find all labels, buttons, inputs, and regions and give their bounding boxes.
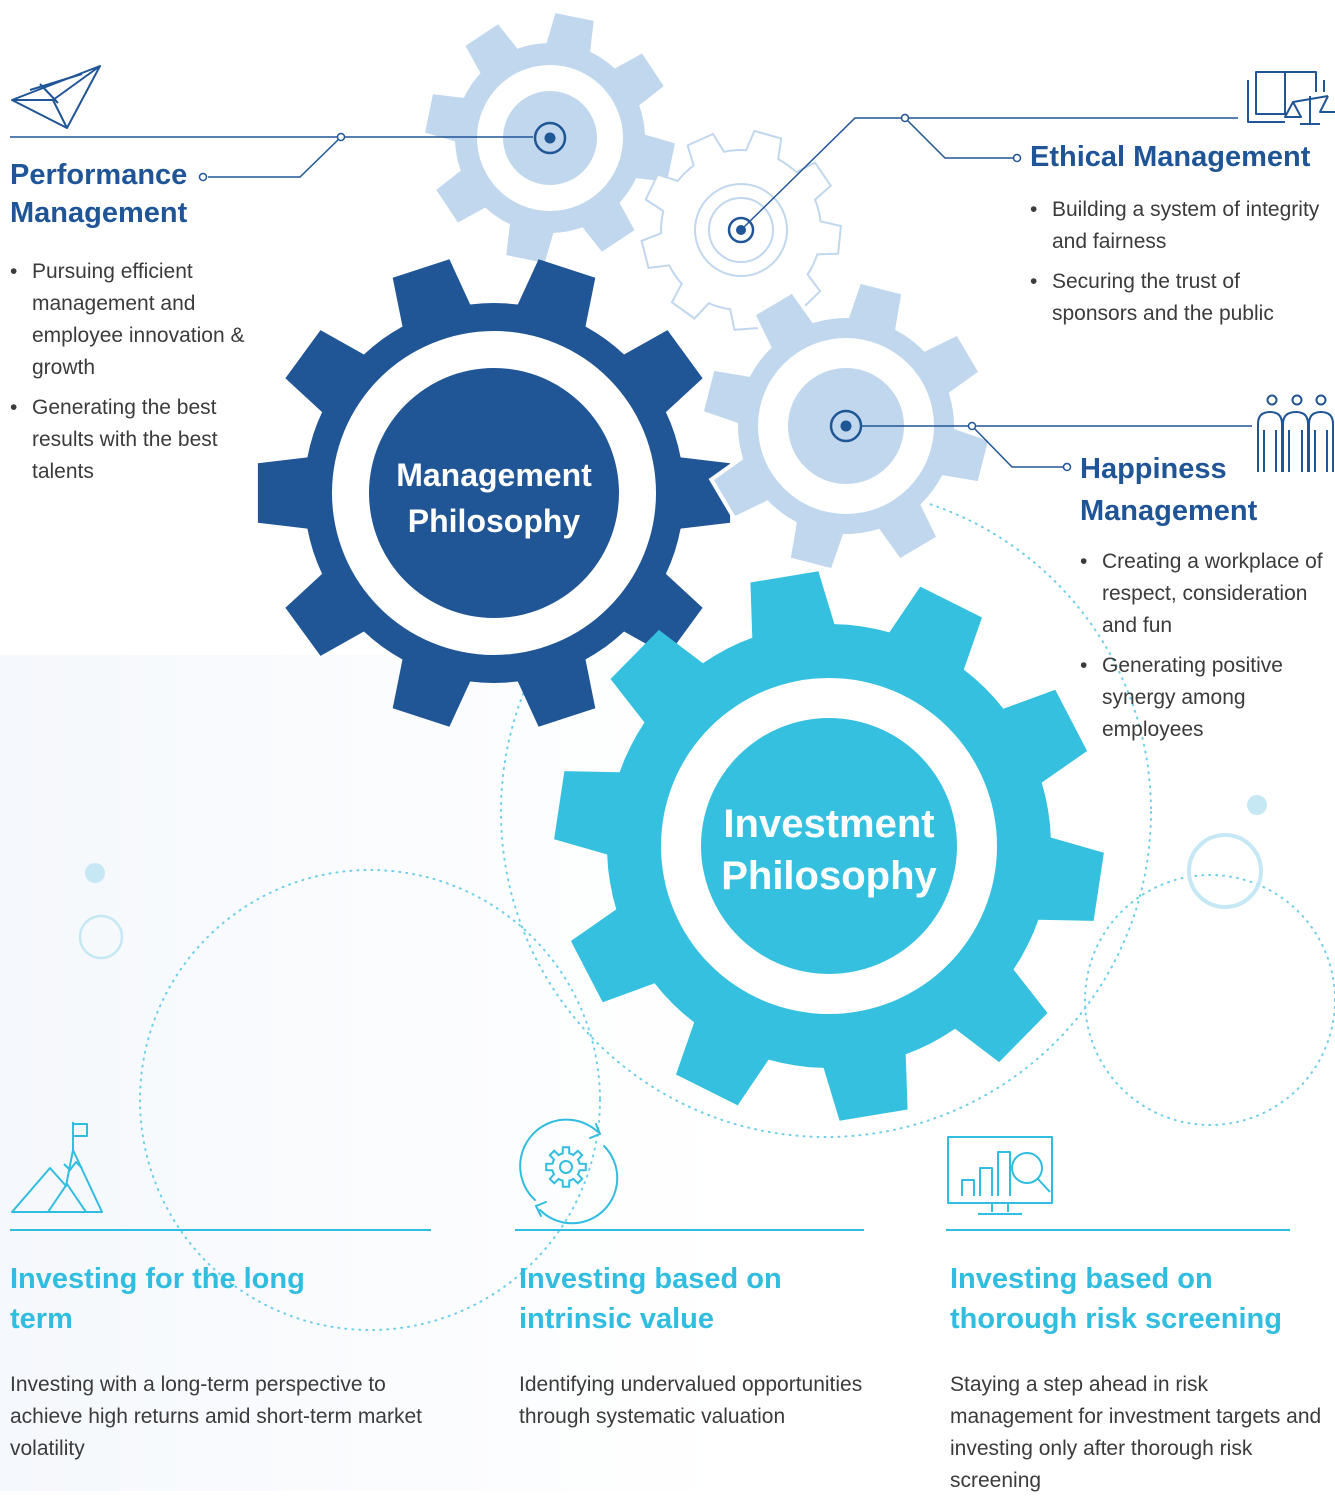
divider — [946, 1229, 1290, 1231]
connector-ethical — [740, 117, 1238, 231]
investment-item-description: Investing with a long-term perspective t… — [10, 1373, 422, 1460]
connector-ethical-label — [904, 117, 1013, 159]
performance-management-block: Performance Management — [10, 156, 210, 232]
investment-philosophy-title: Investment Philosophy — [721, 802, 937, 898]
happiness-management-bullets: Creating a workplace of respect, conside… — [1080, 546, 1330, 754]
deco-ring — [1187, 833, 1263, 909]
divider — [10, 1229, 431, 1231]
bullet-item: Generating positive synergy among employ… — [1080, 650, 1330, 746]
performance-management-bullets: Pursuing efficient management and employ… — [10, 256, 275, 496]
dotted-orbit-left — [139, 869, 601, 1331]
investment-item-intrinsic-value: Investing based on intrinsic value Ident… — [519, 1259, 862, 1433]
gear-cycle-icon — [519, 1118, 619, 1225]
paper-plane-icon — [11, 65, 101, 129]
bullet-item: Pursuing efficient management and employ… — [10, 256, 275, 384]
ethical-management-bullets: Building a system of integrity and fairn… — [1030, 194, 1320, 338]
book-scale-icon — [1247, 71, 1335, 125]
dotted-orbit-right — [1084, 874, 1335, 1126]
connector-performance-label — [208, 136, 342, 178]
deco-ring — [78, 914, 124, 960]
divider — [515, 1229, 864, 1231]
dotted-orbit-large — [500, 486, 1152, 1138]
deco-dot — [85, 863, 105, 883]
chart-magnifier-icon — [947, 1136, 1053, 1215]
management-philosophy-title: Management Philosophy — [396, 457, 592, 539]
bullet-item: Securing the trust of sponsors and the p… — [1030, 266, 1320, 330]
deco-dot — [1247, 795, 1267, 815]
performance-management-title: Performance Management — [10, 159, 188, 229]
investment-item-title: Investing based on intrinsic value — [519, 1263, 782, 1335]
investment-item-title: Investing based on thorough risk screeni… — [950, 1263, 1282, 1335]
bullet-item: Building a system of integrity and fairn… — [1030, 194, 1320, 258]
mountain-flag-icon — [11, 1122, 103, 1213]
people-group-icon — [1257, 394, 1334, 472]
happiness-management-title: Happiness Management — [1080, 453, 1258, 527]
ethical-management-title: Ethical Management — [1030, 141, 1311, 173]
investment-item-title: Investing for the long term — [10, 1263, 305, 1335]
investment-item-description: Identifying undervalued opportunities th… — [519, 1373, 863, 1428]
investment-item-description: Staying a step ahead in risk management … — [950, 1373, 1322, 1492]
bullet-item: Creating a workplace of respect, conside… — [1080, 546, 1330, 642]
investment-item-risk-screening: Investing based on thorough risk screeni… — [950, 1259, 1321, 1497]
investment-item-long-term: Investing for the long term Investing wi… — [10, 1259, 422, 1465]
connector-happiness-label — [971, 425, 1063, 468]
bullet-item: Generating the best results with the bes… — [10, 392, 275, 488]
